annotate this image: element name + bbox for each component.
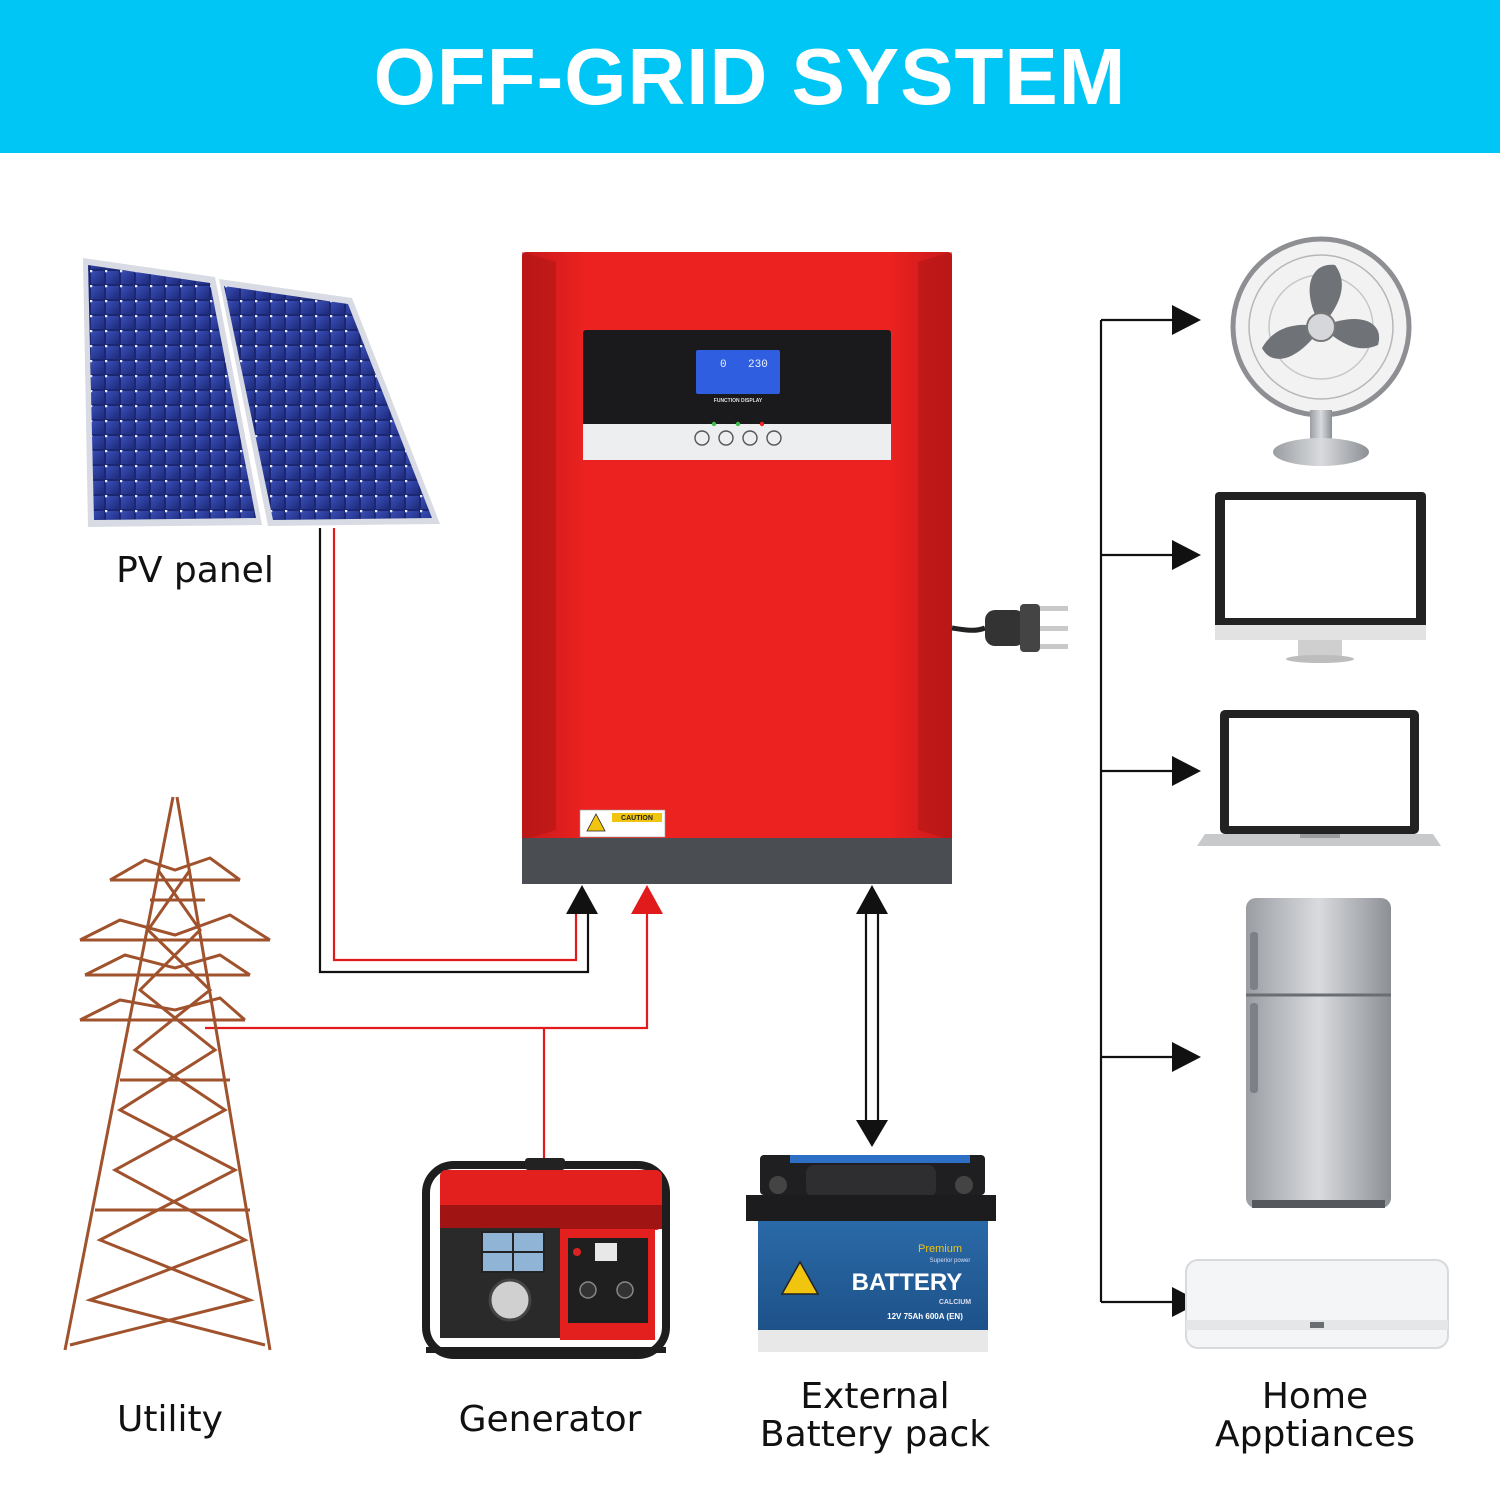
battery-label-line1: External xyxy=(800,1376,950,1417)
battery-type: CALCIUM xyxy=(939,1299,971,1306)
pv-wires xyxy=(318,528,590,974)
utility-label: Utility xyxy=(80,1401,260,1439)
battery-wires xyxy=(864,912,880,1122)
caution-label: CAUTION xyxy=(621,815,653,822)
down-button[interactable] xyxy=(742,430,758,446)
utility-generator-wires xyxy=(205,912,649,1165)
up-button[interactable] xyxy=(718,430,734,446)
led-green-icon xyxy=(711,421,717,427)
pv-panel-text: PV panel xyxy=(116,550,274,591)
function-display-label: FUNCTION DISPLAY xyxy=(714,398,763,404)
solar-panel-icon xyxy=(83,258,440,527)
generator-icon xyxy=(422,1158,670,1359)
utility-text: Utility xyxy=(117,1399,223,1440)
led-red-icon xyxy=(759,421,765,427)
appliance-bus xyxy=(1099,318,1175,1304)
appliances-label-line1: Home xyxy=(1261,1376,1369,1417)
battery-label-line2: Battery pack xyxy=(759,1414,991,1455)
air-conditioner-icon xyxy=(1185,1259,1449,1349)
lcd-left-value: 0 xyxy=(720,359,727,371)
pv-panel-label: PV panel xyxy=(95,552,295,590)
lcd-right-value: 230 xyxy=(748,359,768,371)
battery-pack-label: External Battery pack xyxy=(745,1378,1005,1454)
generator-label: Generator xyxy=(440,1401,660,1439)
laptop-icon xyxy=(1197,710,1441,846)
esc-button[interactable] xyxy=(694,430,710,446)
battery-brand: Premium xyxy=(918,1243,962,1255)
appliance-arrows xyxy=(1172,305,1201,1317)
inverter-icon: 0 230 FUNCTION DISPLAY CAUTION xyxy=(522,252,952,884)
arrows xyxy=(566,885,888,1147)
generator-text: Generator xyxy=(458,1399,642,1440)
monitor-icon xyxy=(1215,492,1426,663)
battery-brand-sub: Superior power xyxy=(930,1258,971,1264)
battery-spec: 12V 75Ah 600A (EN) xyxy=(887,1312,963,1321)
header-banner: OFF-GRID SYSTEM xyxy=(0,0,1500,153)
control-buttons xyxy=(694,430,782,446)
transmission-tower-icon xyxy=(63,796,272,1351)
enter-button[interactable] xyxy=(766,430,782,446)
appliances-label-line2: Apptiances xyxy=(1214,1414,1416,1455)
home-appliances-label: Home Apptiances xyxy=(1195,1378,1435,1454)
refrigerator-icon xyxy=(1246,898,1391,1208)
led-green-icon xyxy=(735,421,741,427)
battery-icon: Premium Superior power BATTERY CALCIUM 1… xyxy=(746,1155,996,1352)
fan-icon xyxy=(1230,236,1412,466)
battery-name: BATTERY xyxy=(852,1269,963,1296)
page-title: OFF-GRID SYSTEM xyxy=(373,31,1127,121)
lcd-screen xyxy=(696,350,780,394)
power-plug-icon xyxy=(951,604,1068,652)
